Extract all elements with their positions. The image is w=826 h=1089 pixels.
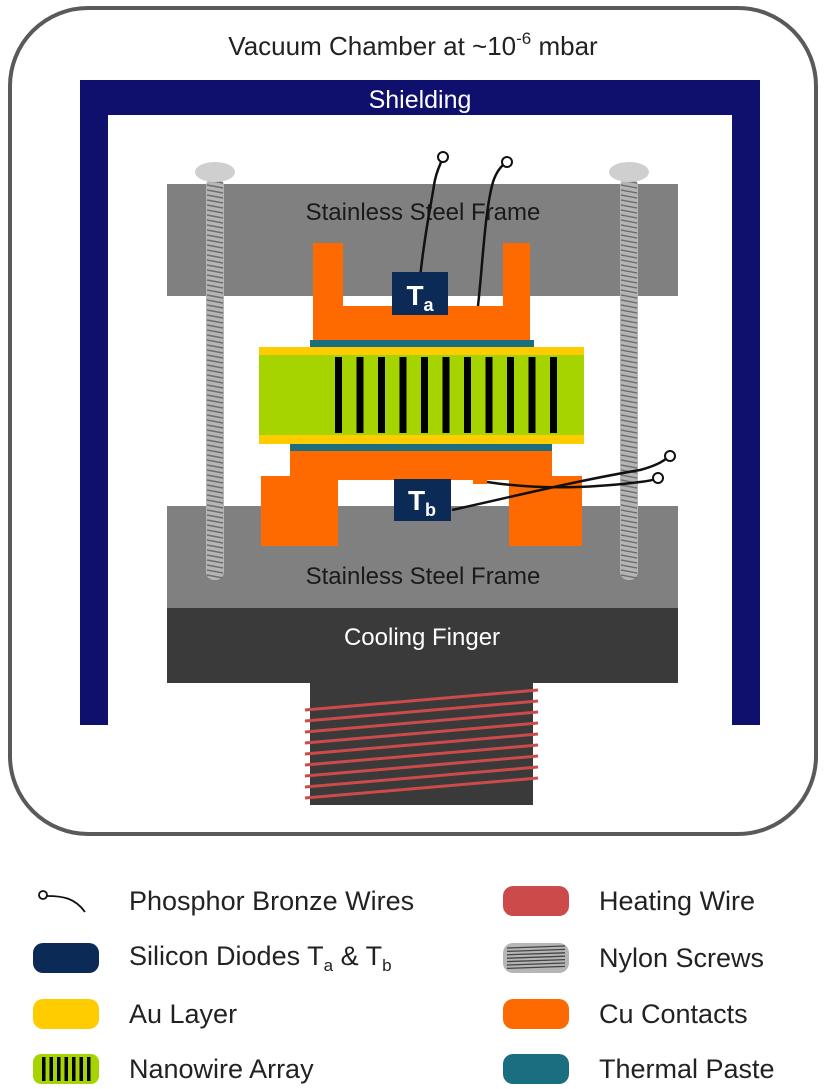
nylon-screw-swatch (503, 943, 569, 973)
shielding-label: Shielding (369, 86, 472, 114)
steel-frame-bottom-label: Stainless Steel Frame (306, 563, 541, 590)
wire-terminals (437, 151, 676, 484)
phosphor-bronze-wires (418, 159, 669, 512)
paste-swatch (503, 1054, 569, 1084)
steel-frame-top-label: Stainless Steel Frame (306, 199, 541, 226)
nylon-screw-left (195, 162, 235, 580)
legend-paste: Thermal Paste (503, 1049, 775, 1089)
nylon-screw-right (609, 162, 649, 580)
wire-icon (38, 890, 86, 913)
legend-label-phosphor: Phosphor Bronze Wires (129, 885, 415, 916)
cooling-finger-label: Cooling Finger (344, 624, 500, 651)
legend-phosphor: Phosphor Bronze Wires (33, 881, 414, 921)
nanowires (335, 357, 557, 433)
legend-nanowire: Nanowire Array (33, 1049, 314, 1089)
heating-wire (304, 688, 539, 800)
legend-label-nylon: Nylon Screws (599, 942, 765, 973)
au-layer-bottom (259, 435, 584, 444)
steel-frame-bottom (167, 506, 678, 608)
svg-text:Tb: Tb (408, 485, 436, 520)
chamber-label: Vacuum Chamber at ~10-6 mbar (228, 29, 598, 61)
legend-label-au: Au Layer (129, 998, 238, 1029)
diode-swatch (33, 943, 99, 973)
legend-au: Au Layer (33, 994, 237, 1034)
legend-label-heating: Heating Wire (599, 885, 756, 916)
cu-contact-bottom-nub (473, 476, 487, 484)
legend-label-diodes: Silicon Diodes Ta & Tb (129, 940, 392, 975)
legend-label-paste: Thermal Paste (599, 1053, 775, 1084)
cu-swatch (503, 999, 569, 1029)
legend-diodes: Silicon Diodes Ta & Tb (33, 938, 392, 978)
legend-heating: Heating Wire (503, 881, 755, 921)
diode-ta: Ta (392, 272, 448, 315)
cu-contact-top-nub (470, 306, 484, 316)
diode-tb: Tb (394, 479, 451, 521)
legend-nylon: Nylon Screws (503, 938, 764, 978)
au-swatch (33, 999, 99, 1029)
thermal-paste-bottom (290, 444, 552, 451)
setup-diagram: Vacuum Chamber at ~10-6 mbar Shielding S… (8, 6, 818, 836)
cooling-finger (167, 608, 678, 683)
nanowire-swatch (33, 1054, 99, 1084)
legend-label-cu: Cu Contacts (599, 998, 748, 1029)
au-layer-top (259, 347, 584, 355)
thermal-paste-top (310, 340, 534, 347)
svg-text:Ta: Ta (406, 280, 434, 315)
legend-label-nanowire: Nanowire Array (129, 1053, 314, 1084)
legend-cu: Cu Contacts (503, 994, 748, 1034)
heating-swatch (503, 886, 569, 916)
cu-contact-bottom (261, 451, 582, 546)
